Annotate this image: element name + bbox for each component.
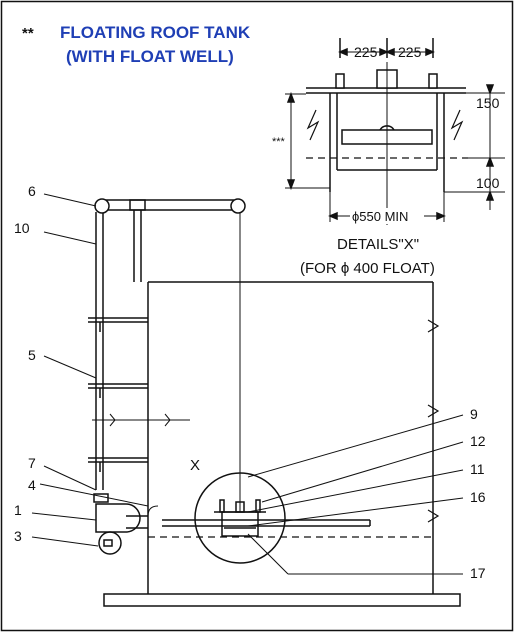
leader-lines: [31, 193, 464, 575]
callout-1: 1: [14, 502, 22, 518]
callout-5: 5: [28, 347, 36, 363]
callout-3: 3: [14, 528, 22, 544]
callout-7: 7: [28, 455, 36, 471]
title-line2: (WITH FLOAT WELL): [66, 47, 234, 66]
callout-11: 11: [470, 461, 485, 477]
callout-9: 9: [470, 406, 478, 422]
dim-225-left: 225: [354, 44, 378, 60]
marker-x: X: [190, 457, 200, 474]
detail-caption: DETAILS"X": [337, 236, 419, 253]
callout-12: 12: [470, 433, 486, 449]
title-prefix: **: [22, 25, 34, 42]
tank-elevation: [88, 198, 461, 607]
callout-6: 6: [28, 183, 36, 199]
dim-550-min: ϕ550 MIN: [352, 209, 408, 224]
dim-stars: ***: [272, 136, 286, 148]
callout-17: 17: [470, 565, 486, 581]
callout-4: 4: [28, 477, 36, 493]
detail-x-drawing: [285, 38, 505, 225]
callout-16: 16: [470, 489, 486, 505]
detail-caption-sub: (FOR ϕ 400 FLOAT): [300, 260, 435, 277]
dim-225-right: 225: [398, 44, 422, 60]
dim-150: 150: [476, 95, 500, 111]
title-line1: FLOATING ROOF TANK: [60, 23, 251, 42]
callout-10: 10: [14, 220, 30, 236]
dim-100: 100: [476, 175, 500, 191]
